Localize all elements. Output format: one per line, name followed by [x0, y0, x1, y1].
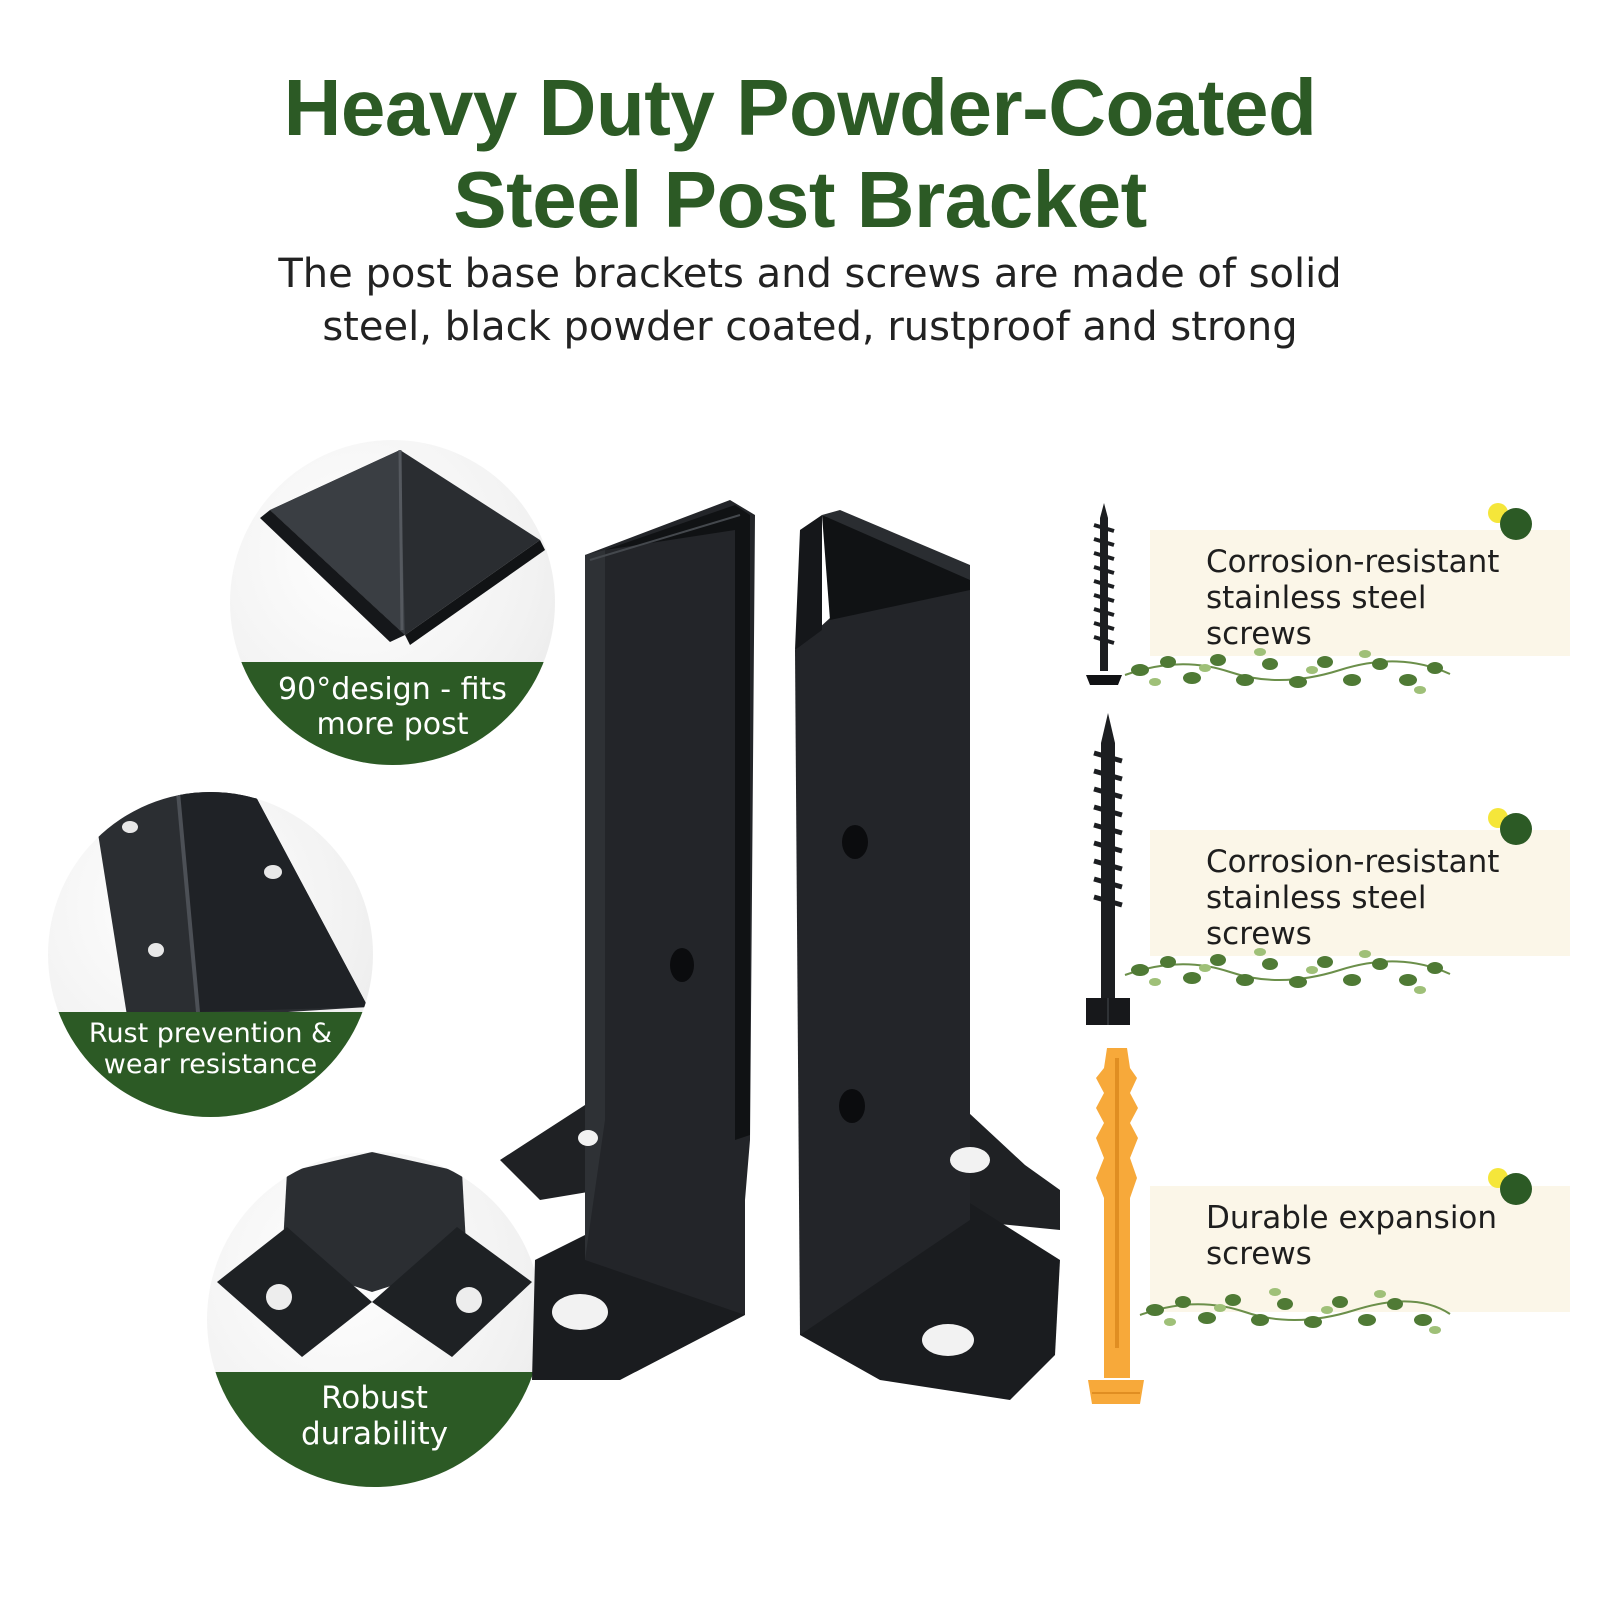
card-2-green-dot [1500, 813, 1532, 845]
title-line-1: Heavy Duty Powder-Coated [283, 63, 1317, 152]
wall-anchor-icon [1088, 1048, 1144, 1404]
subtitle-line-1: The post base brackets and screws are ma… [278, 251, 1342, 297]
hardware-card-wood-screw: Corrosion-resistant stainless steel scre… [1150, 530, 1570, 656]
wood-screw-icon [1086, 503, 1122, 685]
post-brackets-image [500, 500, 1060, 1400]
hardware-card-anchor: Durable expansion screws [1150, 1186, 1570, 1312]
base-photo-icon [217, 1152, 532, 1357]
card-3-green-dot [1500, 1173, 1532, 1205]
feature-band-3: Robust durability [207, 1372, 542, 1487]
page-subtitle: The post base brackets and screws are ma… [200, 248, 1420, 354]
title-line-2: Steel Post Bracket [453, 155, 1147, 244]
subtitle-line-2: steel, black powder coated, rustproof an… [322, 304, 1298, 350]
lag-screw-icon [1086, 713, 1130, 1025]
feature-1-line-2: more post [316, 707, 469, 742]
ivy-decoration-icon [1139, 1288, 1451, 1334]
right-bracket [795, 510, 1060, 1400]
feature-band-2: Rust prevention & wear resistance [48, 1012, 373, 1117]
feature-3-line-2: durability [300, 1416, 449, 1452]
card-1-green-dot [1500, 508, 1532, 540]
feature-circle-90-degree: 90°design - fits more post [230, 440, 555, 765]
hardware-3-text: Durable expansion screws [1206, 1200, 1498, 1272]
feature-3-line-1: Robust [321, 1380, 428, 1416]
feature-2-line-2: wear resistance [103, 1049, 318, 1080]
feature-circle-rust-prevention: Rust prevention & wear resistance [48, 792, 373, 1117]
left-bracket [500, 500, 755, 1380]
hardware-card-lag-screw: Corrosion-resistant stainless steel scre… [1150, 830, 1570, 956]
holes-photo-icon [93, 792, 368, 1022]
corner-photo-icon [260, 449, 545, 645]
ivy-decoration-icon [1124, 648, 1451, 694]
feature-band-1: 90°design - fits more post [230, 662, 555, 765]
hardware-1-text: Corrosion-resistant stainless steel scre… [1206, 544, 1500, 652]
hardware-2-text: Corrosion-resistant stainless steel scre… [1206, 844, 1500, 952]
feature-circle-durability: Robust durability [207, 1152, 542, 1487]
ivy-decoration-icon [1124, 948, 1451, 994]
feature-2-line-1: Rust prevention & [88, 1018, 333, 1049]
feature-1-line-1: 90°design - fits [278, 672, 507, 707]
page-title: Heavy Duty Powder-Coated Steel Post Brac… [0, 62, 1600, 246]
